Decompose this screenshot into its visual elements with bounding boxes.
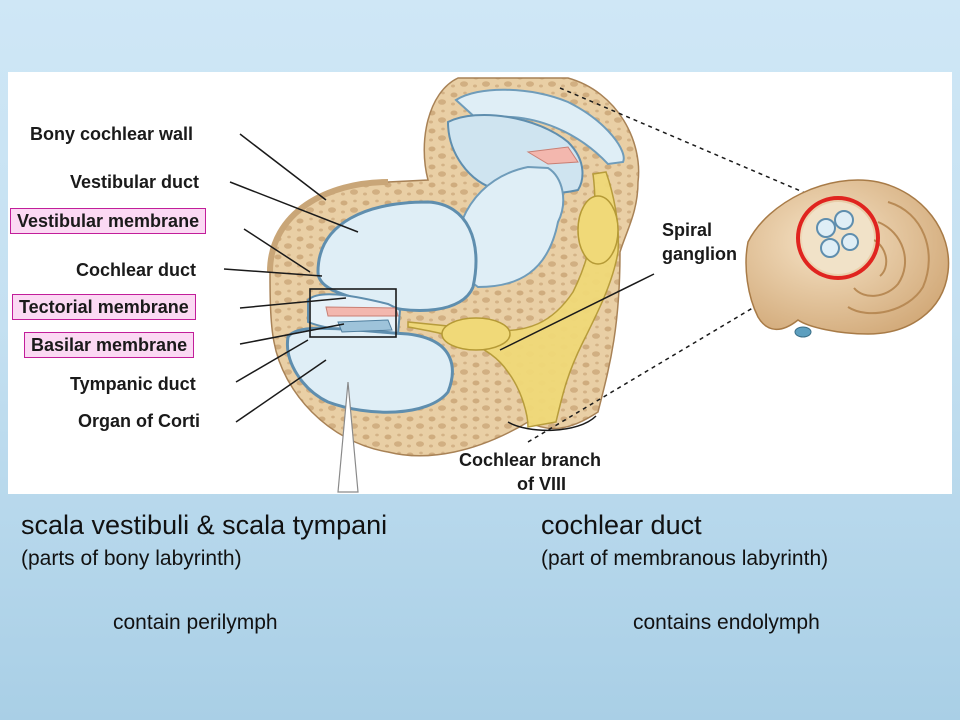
label-cochlear-duct: Cochlear duct [76, 260, 197, 280]
label-vestibular-duct: Vestibular duct [70, 172, 200, 192]
caption-right-sub: (part of membranous labyrinth) [541, 547, 829, 570]
label-cochlear-branch-line2: of VIII [517, 474, 566, 494]
label-tympanic-duct: Tympanic duct [70, 374, 196, 394]
basal-turn [285, 200, 478, 414]
caption-left-sub: (parts of bony labyrinth) [21, 547, 242, 570]
label-tectorial-membrane: Tectorial membrane [12, 294, 196, 320]
label-organ-of-corti: Organ of Corti [78, 411, 200, 431]
caption-left-title: scala vestibuli & scala tympani [21, 510, 388, 540]
caption-left-note: contain perilymph [113, 611, 278, 634]
label-basilar-membrane: Basilar membrane [24, 332, 195, 358]
label-vestibular-membrane: Vestibular membrane [10, 208, 207, 234]
inset-highlight-circle [796, 196, 880, 280]
cochlea-cross-section-drawing [223, 77, 950, 493]
cochlea-figure: Bony cochlear wall Vestibular duct Vesti… [8, 72, 952, 494]
caption-right-note: contains endolymph [633, 611, 820, 634]
label-spiral-ganglion-line2: ganglion [662, 244, 737, 264]
upper-turn [446, 88, 625, 289]
caption-right-title: cochlear duct [541, 510, 702, 540]
inset-cochlea-shell [745, 179, 950, 338]
cochlear-nerve [407, 171, 620, 432]
label-bony-cochlear-wall: Bony cochlear wall [30, 124, 194, 144]
projection-line-top [559, 87, 839, 208]
label-cochlear-branch-line1: Cochlear branch [459, 450, 602, 470]
leader-lines [223, 133, 655, 423]
pointer-spike [337, 381, 359, 493]
label-spiral-ganglion-line1: Spiral [662, 220, 713, 240]
